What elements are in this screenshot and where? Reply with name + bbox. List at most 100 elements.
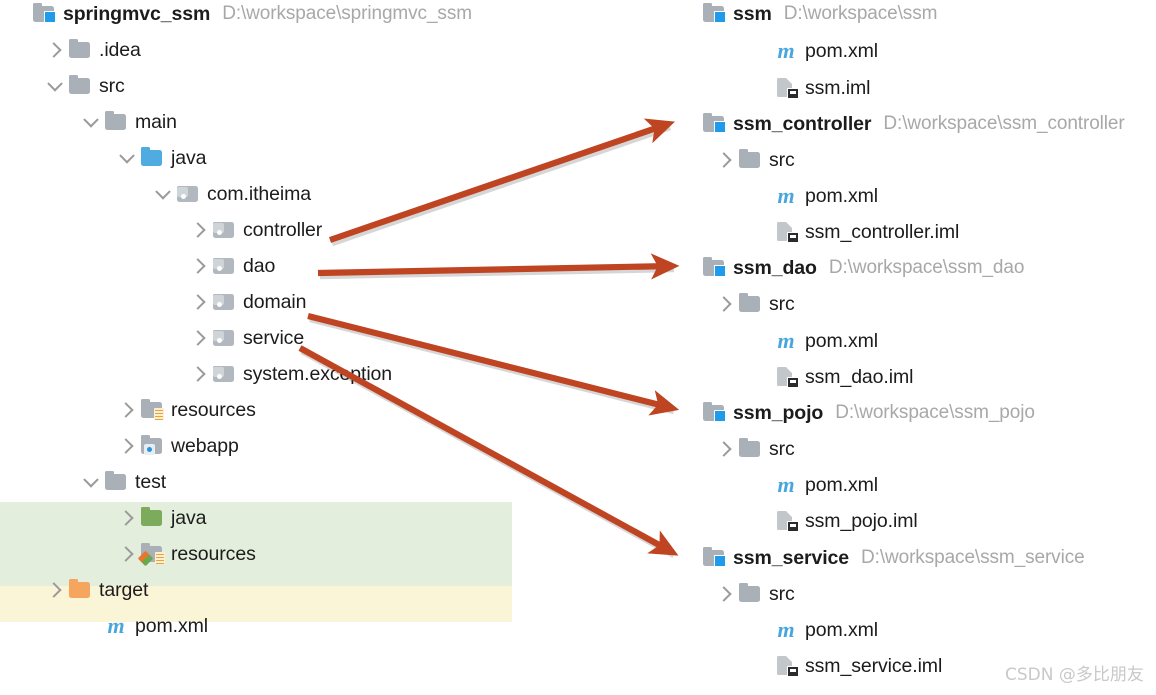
toggle-spacer [750, 366, 772, 388]
chevron-right-icon[interactable] [188, 219, 210, 241]
tree-row[interactable]: ssm_controller.iml [750, 214, 959, 250]
maven-icon: m [777, 183, 795, 208]
tree-node-label: webapp [171, 434, 239, 457]
tree-row[interactable]: controller [188, 212, 322, 248]
tree-row[interactable]: service [188, 320, 304, 356]
tree-node-label: test [135, 470, 167, 493]
package-folder-icon [212, 219, 236, 241]
tree-row[interactable]: webapp [116, 428, 239, 464]
tree-row[interactable]: system.exception [188, 356, 392, 392]
module-folder-icon [702, 257, 726, 279]
tree-row[interactable]: java [116, 500, 206, 536]
chevron-right-icon[interactable] [188, 255, 210, 277]
package-folder-icon [212, 363, 236, 385]
tree-node-label: springmvc_ssm [63, 2, 211, 25]
tree-row[interactable]: ssm D:\workspace\ssm [678, 0, 937, 32]
tree-node-label: java [171, 146, 207, 169]
chevron-right-icon[interactable] [714, 438, 736, 460]
folder-green-icon [140, 507, 164, 529]
chevron-right-icon[interactable] [188, 327, 210, 349]
toggle-spacer [678, 257, 700, 279]
chevron-right-icon[interactable] [188, 363, 210, 385]
tree-node-label: pom.xml [805, 473, 878, 496]
tree-row[interactable]: ssm_service.iml [750, 648, 942, 684]
tree-node-label: pom.xml [805, 329, 878, 352]
tree-node-label: src [769, 582, 795, 605]
folder-gray-icon [738, 583, 762, 605]
arrow-dao-to-ssm-dao [317, 253, 680, 280]
chevron-right-icon[interactable] [116, 435, 138, 457]
iml-file-icon [774, 77, 799, 99]
tree-row[interactable]: com.itheima [152, 176, 311, 212]
webapp-folder-icon [140, 435, 164, 457]
tree-row[interactable]: src [714, 431, 795, 467]
tree-row[interactable]: dao [188, 248, 275, 284]
tree-row[interactable]: ssm_pojo.iml [750, 503, 918, 539]
tree-row[interactable]: java [116, 140, 206, 176]
tree-node-label: src [769, 292, 795, 315]
chevron-right-icon[interactable] [116, 543, 138, 565]
folder-gray-icon [738, 149, 762, 171]
chevron-down-icon[interactable] [80, 111, 102, 133]
tree-row[interactable]: .idea [44, 32, 141, 68]
chevron-right-icon[interactable] [44, 39, 66, 61]
chevron-down-icon[interactable] [80, 471, 102, 493]
toggle-spacer [678, 547, 700, 569]
tree-row[interactable]: src [44, 68, 125, 104]
chevron-right-icon[interactable] [116, 399, 138, 421]
tree-row[interactable]: ssm.iml [750, 70, 870, 106]
chevron-down-icon[interactable] [152, 183, 174, 205]
chevron-right-icon[interactable] [714, 583, 736, 605]
tree-node-label: controller [243, 218, 323, 241]
tree-row[interactable]: main [80, 104, 177, 140]
chevron-down-icon[interactable] [44, 75, 66, 97]
tree-node-label: java [171, 506, 207, 529]
tree-row[interactable]: ssm_dao.iml [750, 359, 913, 395]
toggle-spacer [8, 3, 30, 25]
module-folder-icon [702, 402, 726, 424]
chevron-right-icon[interactable] [714, 149, 736, 171]
tree-row[interactable]: src [714, 576, 795, 612]
tree-node-label: ssm [733, 2, 772, 25]
tree-row[interactable]: resources [116, 392, 256, 428]
chevron-down-icon[interactable] [116, 147, 138, 169]
tree-node-label: com.itheima [207, 182, 312, 205]
tree-row[interactable]: src [714, 142, 795, 178]
maven-icon: m [777, 38, 795, 63]
toggle-spacer [750, 330, 772, 352]
tree-row[interactable]: test [80, 464, 166, 500]
tree-row[interactable]: target [44, 572, 148, 608]
chevron-right-icon[interactable] [44, 579, 66, 601]
toggle-spacer [678, 402, 700, 424]
toggle-spacer [750, 510, 772, 532]
folder-gray-icon [68, 39, 92, 61]
tree-node-label: pom.xml [135, 614, 208, 637]
tree-node-label: service [243, 326, 305, 349]
tree-row[interactable]: domain [188, 284, 306, 320]
chevron-right-icon[interactable] [116, 507, 138, 529]
chevron-right-icon[interactable] [714, 293, 736, 315]
toggle-spacer [750, 185, 772, 207]
package-folder-icon [176, 183, 200, 205]
tree-row[interactable]: src [714, 286, 795, 322]
chevron-right-icon[interactable] [188, 291, 210, 313]
toggle-spacer [80, 615, 102, 637]
folder-blue-icon [140, 147, 164, 169]
iml-file-icon [774, 221, 799, 243]
folder-gray-icon [104, 471, 128, 493]
tree-row[interactable]: resources [116, 536, 256, 572]
tree-node-label: resources [171, 542, 256, 565]
module-path-text: D:\workspace\ssm [783, 3, 938, 24]
